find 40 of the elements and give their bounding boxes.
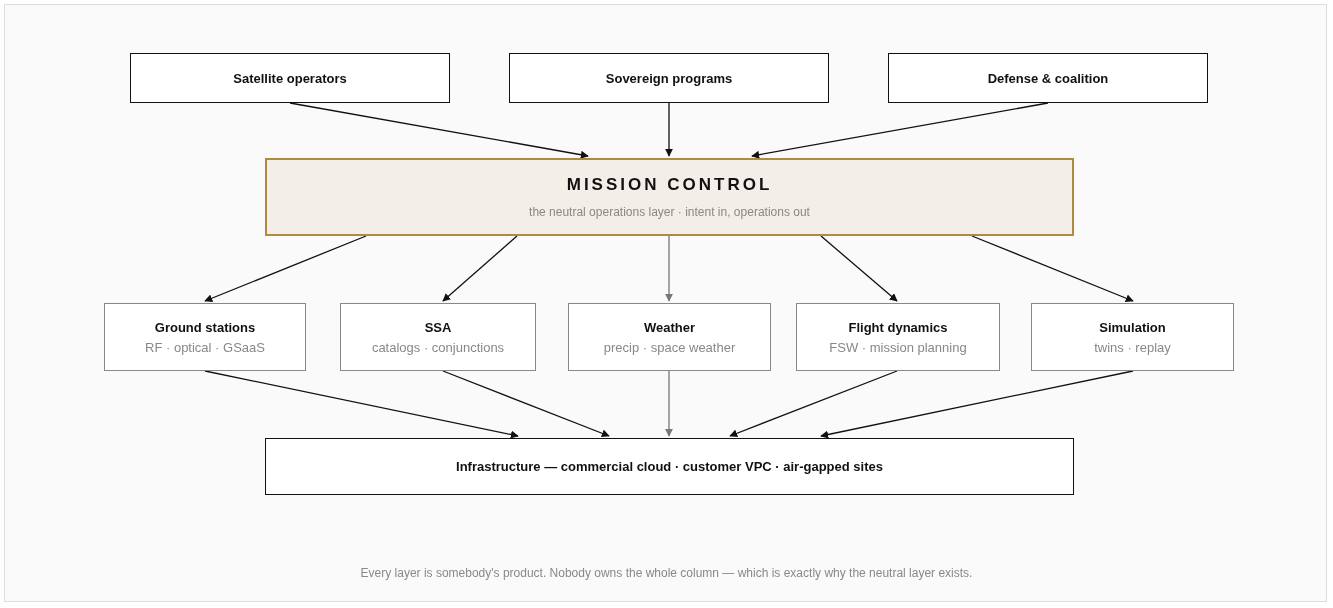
subtitle: catalogs · conjunctions <box>371 339 505 355</box>
subtitle: the neutral operations layer · intent in, operations out <box>529 205 810 219</box>
title: Flight dynamics <box>848 319 948 335</box>
arrow <box>289 102 589 159</box>
arrow <box>820 370 1134 439</box>
arrow <box>751 102 1049 159</box>
title: Weather <box>643 319 696 335</box>
arrow <box>971 235 1134 302</box>
title: Simulation <box>1099 319 1166 335</box>
subtitle: precip · space weather <box>603 339 736 355</box>
arrow <box>442 235 518 302</box>
title: MISSION CONTROL <box>566 175 773 195</box>
service-box <box>568 303 771 371</box>
title: SSA <box>424 319 452 335</box>
service-box <box>796 303 1000 371</box>
source-box <box>888 53 1208 103</box>
subtitle: RF · optical · GSaaS <box>145 339 265 355</box>
arrow <box>665 370 673 437</box>
source-box <box>130 53 450 103</box>
title: Infrastructure — commercial cloud · customer VPC · air-gapped sites <box>456 459 883 474</box>
arrow <box>665 235 673 302</box>
arrow <box>729 370 898 438</box>
service-box <box>104 303 306 371</box>
source-box <box>509 53 829 103</box>
service-box <box>340 303 536 371</box>
platform-box <box>265 158 1074 236</box>
arrow <box>204 235 367 302</box>
infrastructure-box <box>265 438 1074 495</box>
title: Sovereign programs <box>605 70 733 86</box>
arrow <box>442 370 610 438</box>
subtitle: twins · replay <box>1094 339 1171 355</box>
service-box <box>1031 303 1234 371</box>
arrow <box>204 370 519 439</box>
title: Satellite operators <box>233 70 347 86</box>
subtitle: FSW · mission planning <box>829 339 967 355</box>
arrow <box>820 235 898 302</box>
caption: Every layer is somebody's product. Nobody owns the whole column — which is exactly why the neutral layer exists. <box>359 566 974 580</box>
title: Defense & coalition <box>987 70 1109 86</box>
title: Ground stations <box>154 319 256 335</box>
arrow <box>665 102 673 157</box>
